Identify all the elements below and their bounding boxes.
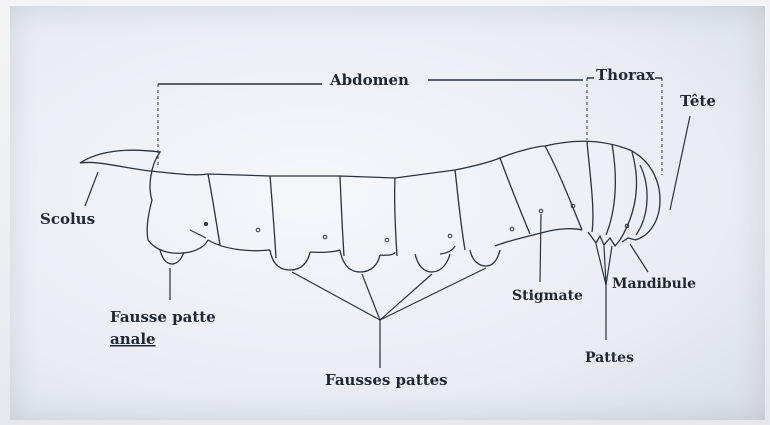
label-tete: Tête xyxy=(680,92,716,110)
label-scolus: Scolus xyxy=(40,210,95,228)
label-thorax: Thorax xyxy=(596,66,656,84)
caterpillar-body xyxy=(80,141,660,272)
stigmata-dots xyxy=(204,204,629,242)
label-abdomen: Abdomen xyxy=(329,71,409,89)
label-fausse-patte-anale-line1: Fausse patte xyxy=(110,308,216,326)
thorax-bracket xyxy=(587,78,662,175)
scolus-horn xyxy=(80,150,160,200)
label-stigmate: Stigmate xyxy=(512,288,583,304)
label-mandibule: Mandibule xyxy=(612,276,696,292)
label-fausse-patte-anale-line2: anale xyxy=(110,330,156,348)
label-pattes: Pattes xyxy=(585,350,634,366)
label-fausses-pattes: Fausses pattes xyxy=(325,371,448,389)
abdomen-bracket xyxy=(158,78,587,165)
